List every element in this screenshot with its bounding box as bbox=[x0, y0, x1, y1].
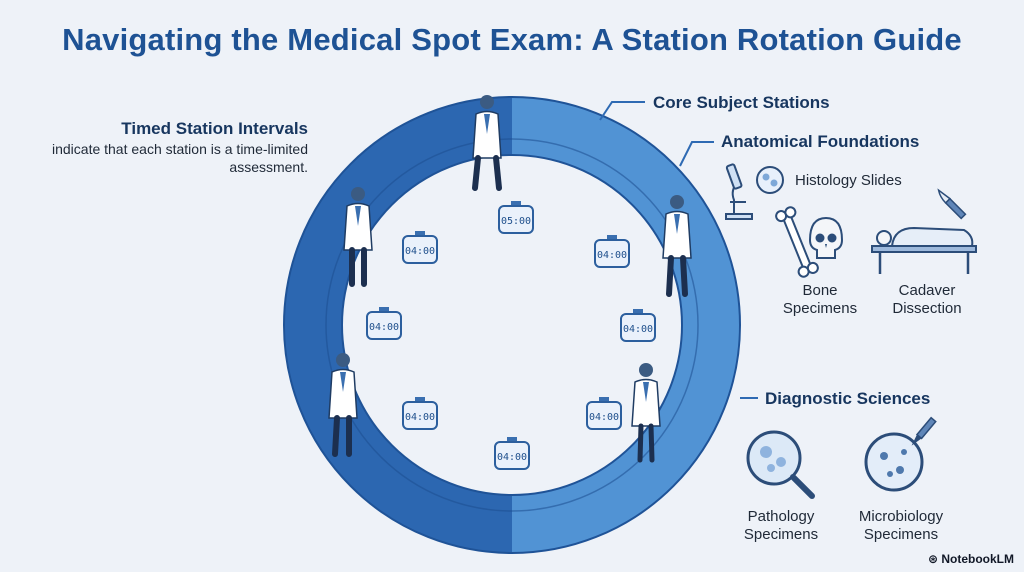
stopwatch-icon: 04:00 bbox=[494, 437, 530, 470]
timed-intervals-text: indicate that each station is a time-lim… bbox=[51, 141, 308, 175]
notebooklm-icon: ⊛ bbox=[927, 552, 942, 566]
magnifier-icon bbox=[746, 430, 815, 499]
cadaver-table-icon bbox=[871, 226, 977, 274]
leader-lines bbox=[599, 101, 758, 399]
stopwatch-icon: 04:00 bbox=[402, 231, 438, 264]
page-title: Navigating the Medical Spot Exam: A Stat… bbox=[62, 22, 962, 57]
petri-dish-icon bbox=[756, 166, 784, 194]
stopwatch-icon: 04:00 bbox=[620, 309, 656, 342]
stopwatch-icon: 04:00 bbox=[402, 397, 438, 430]
bone-icon bbox=[775, 206, 819, 278]
timer-readout: 04:00 bbox=[405, 412, 435, 423]
bone-specimens-label: Bone Specimens bbox=[782, 282, 858, 317]
stopwatch-icon: 04:00 bbox=[586, 397, 622, 430]
microscope-icon bbox=[725, 163, 753, 220]
diagnostic-sciences-label: Diagnostic Sciences bbox=[765, 389, 931, 408]
brand-name: NotebookLM bbox=[941, 552, 1014, 566]
histology-slides-label: Histology Slides bbox=[795, 172, 902, 189]
dropper-icon bbox=[911, 416, 937, 446]
anatomical-foundations-label: Anatomical Foundations bbox=[721, 132, 920, 151]
timer-readout: 04:00 bbox=[597, 250, 627, 261]
doctor-icon bbox=[343, 187, 373, 287]
station-ring bbox=[283, 96, 741, 554]
timer-readout: 04:00 bbox=[497, 452, 527, 463]
timed-intervals-heading: Timed Station Intervals bbox=[121, 119, 308, 138]
timer-readout: 04:00 bbox=[589, 412, 619, 423]
cadaver-dissection-label: Cadaver Dissection bbox=[892, 282, 962, 317]
stopwatch-icon: 04:00 bbox=[594, 235, 630, 268]
doctor-icon bbox=[472, 95, 502, 191]
timed-intervals-note: Timed Station Intervals indicate that ea… bbox=[48, 120, 308, 176]
stopwatch-icon: 05:00 bbox=[498, 201, 534, 234]
doctor-icon bbox=[662, 195, 692, 297]
scalpel-icon bbox=[937, 188, 967, 220]
core-subject-stations-label: Core Subject Stations bbox=[653, 93, 830, 112]
pathology-specimens-label: Pathology Specimens bbox=[743, 508, 819, 543]
brand-watermark: ⊛ NotebookLM bbox=[928, 552, 1014, 566]
timer-readout: 04:00 bbox=[405, 246, 435, 257]
doctor-icon bbox=[328, 353, 358, 457]
doctor-icon bbox=[631, 363, 661, 463]
timer-readout: 04:00 bbox=[369, 322, 399, 333]
timer-readout: 05:00 bbox=[501, 216, 531, 227]
petri-dish-icon bbox=[864, 432, 924, 492]
microbiology-specimens-label: Microbiology Specimens bbox=[858, 508, 944, 543]
skull-icon bbox=[808, 216, 844, 259]
stopwatch-icon: 04:00 bbox=[366, 307, 402, 340]
timer-readout: 04:00 bbox=[623, 324, 653, 335]
